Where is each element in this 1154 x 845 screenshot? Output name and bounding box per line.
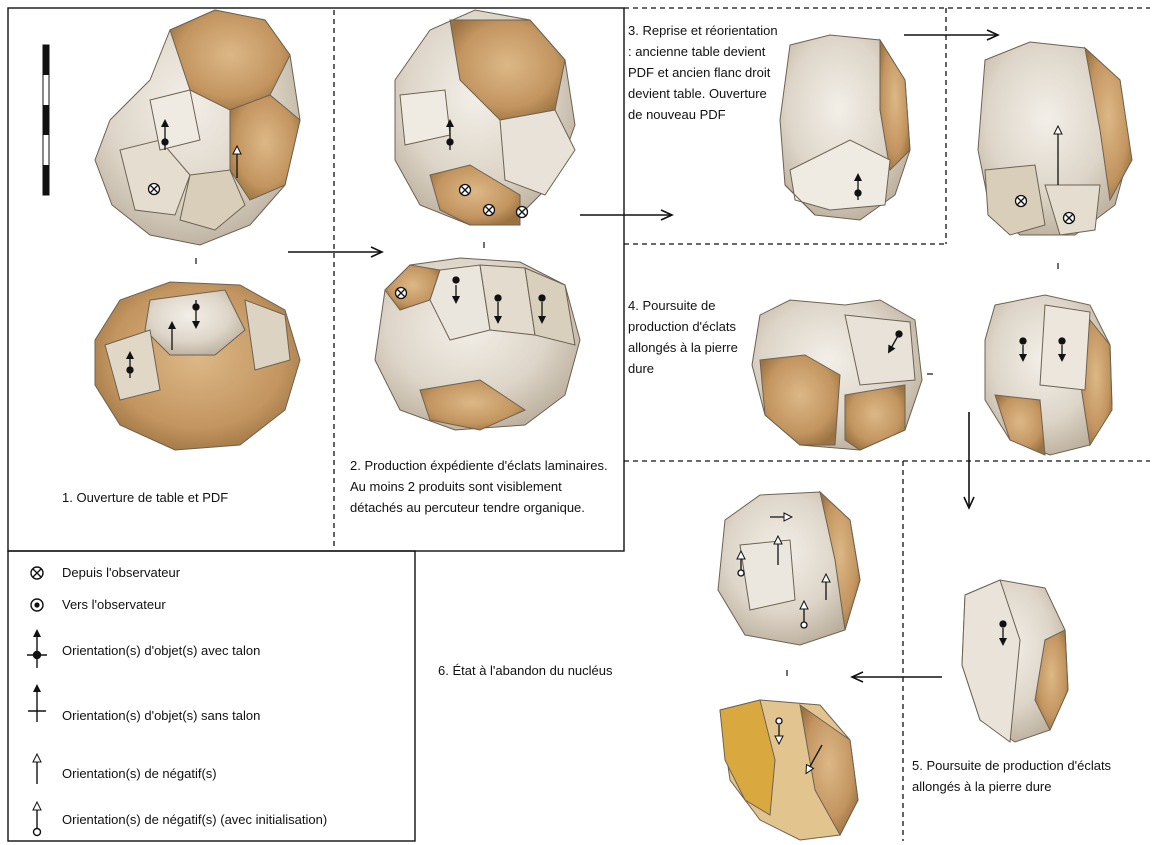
view-separators [196,242,1058,676]
step-4-label: 4. Poursuite de production d'éclats allo… [628,295,746,379]
vers-icon [31,599,43,611]
sans-talon-icon [28,688,46,722]
legend-sans-talon-label: Orientation(s) d'objet(s) sans talon [62,708,260,724]
nucleus-step6-bottom [720,700,858,840]
nucleus-step4-left [752,300,922,450]
nucleus-step3-right [978,42,1132,235]
step-6-label: 6. État à l'abandon du nucléus [438,660,688,681]
depuis-icon [31,567,43,579]
step-3-label: 3. Reprise et réorientation : ancienne t… [628,20,778,125]
nucleus-step2-bottom [375,258,580,430]
legend-vers-label: Vers l'observateur [62,597,166,613]
nucleus-step5 [962,580,1068,742]
step-2-label: 2. Production éxpédiente d'éclats lamina… [350,455,610,518]
avec-talon-icon [27,633,47,668]
legend-avec-talon-label: Orientation(s) d'objet(s) avec talon [62,643,260,659]
nucleus-step4-right [985,295,1112,455]
nucleus-step1-top [95,10,300,245]
legend-symbols [27,567,47,836]
legend-negatif-label: Orientation(s) de négatif(s) [62,766,217,782]
nucleus-step3-left [780,35,910,220]
step-5-label: 5. Poursuite de production d'éclats allo… [912,755,1150,797]
nucleus-step2-top [395,10,575,225]
step-1-label: 1. Ouverture de table et PDF [62,487,312,508]
negatif-init-icon [34,806,41,836]
legend-negatif-init-label: Orientation(s) de négatif(s) (avec initi… [62,812,327,828]
nucleus-step6-top [718,492,860,645]
scale-bar [43,45,49,195]
legend-frame [8,551,415,841]
legend-depuis-label: Depuis l'observateur [62,565,180,581]
